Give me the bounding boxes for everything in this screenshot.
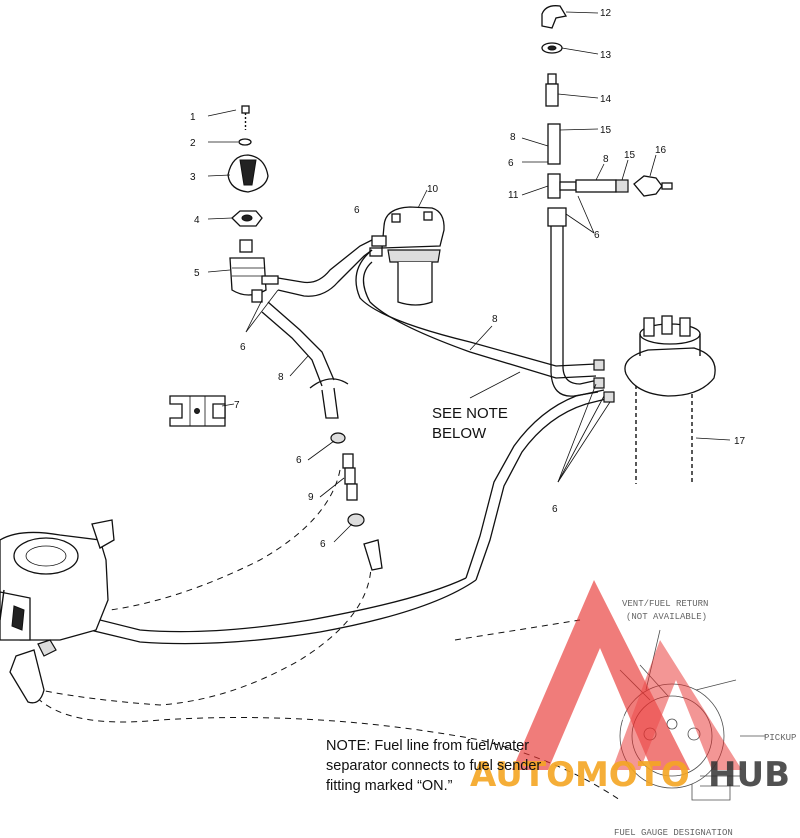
elbow-fitting-part-12: [541, 5, 568, 29]
fuel-tank-part-17: [593, 315, 716, 484]
hose-clamp-part-6-upper: [330, 432, 346, 444]
callout-6-tank: 6: [552, 504, 558, 515]
bracket-part-3: [227, 154, 269, 193]
vent-cap-part-13: [541, 42, 563, 54]
callout-6-filter: 6: [240, 342, 246, 353]
routing-dashed-line-middle: [39, 549, 372, 706]
callout-6-separator: 6: [354, 205, 360, 216]
hose-end-segment: [363, 539, 383, 571]
fuel-water-separator-part-10: [369, 206, 445, 306]
callout-3: 3: [190, 172, 196, 183]
watermark-text-hub: HUB: [708, 755, 790, 795]
callout-15-upper: 15: [600, 125, 612, 136]
callout-8-filter-hose: 8: [278, 372, 284, 383]
hose-part-8-side: [575, 179, 617, 193]
callout-16: 16: [655, 145, 667, 156]
fuel-hose-filter-down: [261, 301, 349, 419]
see-note-line-2: BELOW: [432, 425, 487, 442]
clip-part-7: [169, 395, 226, 427]
callout-8-vent-side: 8: [603, 154, 609, 165]
clamp-part-15-side: [615, 179, 629, 193]
callout-8-vent-upper: 8: [510, 132, 516, 143]
callout-17: 17: [734, 436, 746, 447]
spacer-part-4: [231, 210, 263, 227]
callout-13: 13: [600, 50, 612, 61]
callout-8-separator-hose: 8: [492, 314, 498, 325]
callout-4: 4: [194, 215, 200, 226]
filter-part-16: [633, 175, 673, 197]
callout-6-tee: 6: [594, 230, 600, 241]
note-line-2: separator connects to fuel sender: [326, 758, 541, 774]
tee-fitting-part-11: [547, 173, 577, 199]
carburetor-assembly: [0, 519, 115, 704]
inset-label-vent: VENT/FUEL RETURN: [622, 599, 708, 609]
callout-10: 10: [427, 184, 439, 195]
check-valve-part-14: [545, 73, 559, 107]
callout-6-clamp-lower: 6: [320, 539, 326, 550]
inset-label-gauge-designation: FUEL GAUGE DESIGNATION: [614, 828, 733, 838]
callout-1: 1: [190, 112, 196, 123]
see-note-line-1: SEE NOTE: [432, 405, 508, 422]
hose-part-15-upper: [547, 123, 561, 165]
routing-dashed-line-upper: [109, 469, 341, 611]
callout-11: 11: [508, 190, 519, 201]
routing-dashed-line-right: [454, 619, 581, 641]
fuel-filter-part-5: [229, 239, 279, 303]
callout-2: 2: [190, 138, 196, 149]
callout-14: 14: [600, 94, 612, 105]
callout-6-clamp-upper: 6: [296, 455, 302, 466]
inset-label-pickup: PICKUP: [764, 733, 796, 743]
vent-hose-vertical: [547, 207, 599, 397]
hose-clamp-part-6-lower: [347, 513, 365, 527]
callout-5: 5: [194, 268, 200, 279]
bolt-part-1: [241, 105, 250, 130]
note-line-3: fitting marked “ON.”: [326, 778, 453, 794]
connector-part-9: [342, 453, 358, 501]
note-line-1: NOTE: Fuel line from fuel/water: [326, 738, 529, 754]
washer-part-2: [238, 138, 252, 146]
callout-9: 9: [308, 492, 314, 503]
callout-7: 7: [234, 400, 240, 411]
fuel-hose-filter-to-separator: [277, 239, 373, 297]
watermark-text-automoto: AUTOMOTO: [470, 755, 690, 795]
callout-12: 12: [600, 8, 612, 19]
callout-15-side: 15: [624, 150, 636, 161]
fuel-hose-return-to-carb: [39, 389, 611, 645]
fuel-hose-separator-to-sender: [355, 249, 597, 379]
inset-label-not-available: (NOT AVAILABLE): [626, 612, 707, 622]
callout-6-vent: 6: [508, 158, 514, 169]
automotohub-logo-watermark: [512, 580, 742, 770]
